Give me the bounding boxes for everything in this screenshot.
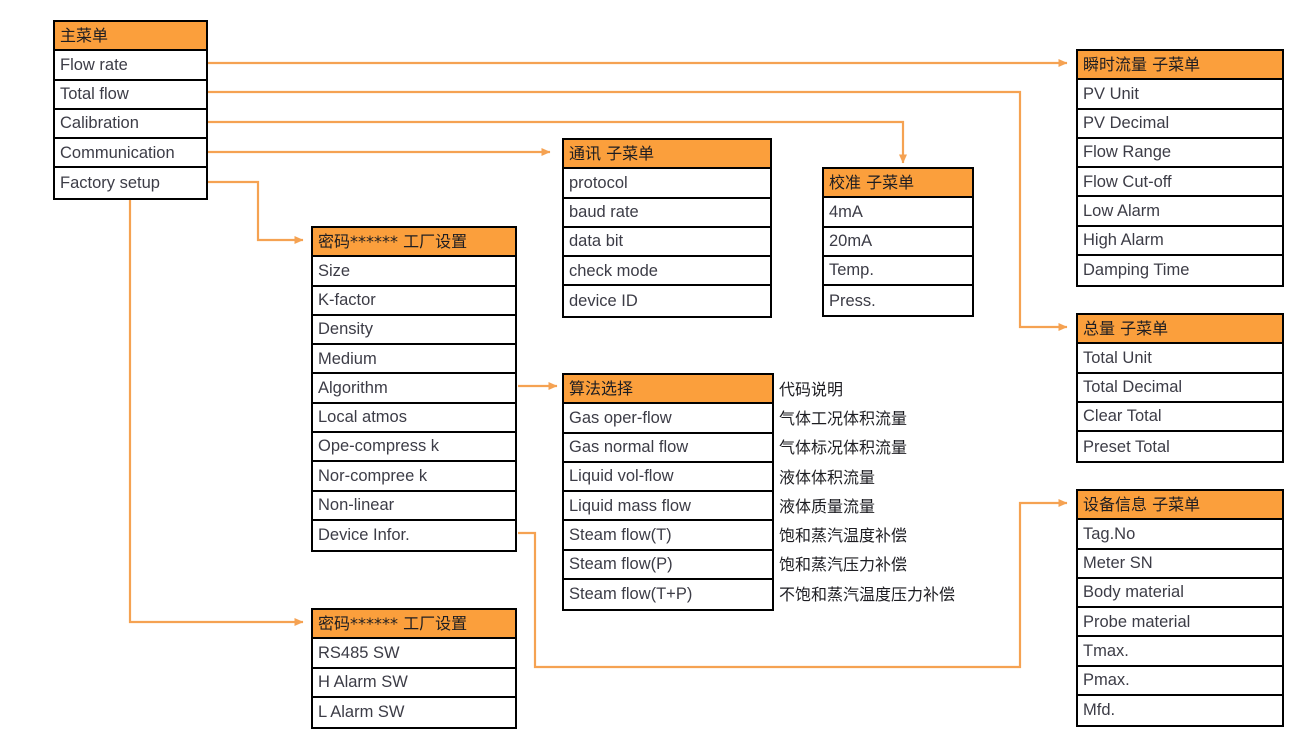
menu-item-communication[interactable]: Communication — [55, 139, 206, 169]
menu-item-gas-oper-flow[interactable]: Gas oper-flow — [564, 404, 772, 434]
code-description-steam-flow-t: 饱和蒸汽温度补偿 — [779, 526, 908, 546]
menu-item-body-material[interactable]: Body material — [1078, 578, 1282, 609]
panel-flow-rate-submenu: 瞬时流量 子菜单 PV Unit PV Decimal Flow Range F… — [1076, 49, 1284, 288]
menu-item-density[interactable]: Density — [313, 315, 515, 346]
menu-item-protocol[interactable]: protocol — [564, 169, 770, 199]
code-description-gas-normal-flow: 气体标况体积流量 — [779, 438, 908, 458]
menu-item-pmax[interactable]: Pmax. — [1078, 666, 1282, 697]
menu-item-liquid-mass-flow[interactable]: Liquid mass flow — [564, 492, 772, 522]
code-description-gas-oper-flow: 气体工况体积流量 — [779, 408, 908, 428]
menu-item-pv-unit[interactable]: PV Unit — [1078, 80, 1282, 110]
code-description-column: 代码说明 气体工况体积流量 气体标况体积流量 液体体积流量 液体质量流量 饱和蒸… — [779, 373, 1079, 607]
menu-item-flow-range[interactable]: Flow Range — [1078, 138, 1282, 169]
menu-item-k-factor[interactable]: K-factor — [313, 286, 515, 316]
menu-item-nor-compree-k[interactable]: Nor-compree k — [313, 462, 515, 492]
panel-device-info-submenu-header: 设备信息 子菜单 — [1078, 491, 1282, 521]
menu-item-total-decimal[interactable]: Total Decimal — [1078, 373, 1282, 403]
panel-calibration-submenu: 校准 子菜单 4mA 20mA Temp. Press. — [822, 167, 974, 318]
menu-item-device-infor[interactable]: Device Infor. — [313, 520, 515, 551]
menu-item-check-mode[interactable]: check mode — [564, 257, 770, 287]
panel-algorithm-select-header: 算法选择 — [564, 375, 772, 405]
code-description-header: 代码说明 — [779, 379, 844, 399]
panel-communication-submenu: 通讯 子菜单 protocol baud rate data bit check… — [562, 138, 772, 318]
menu-item-non-linear[interactable]: Non-linear — [313, 491, 515, 521]
menu-item-gas-normal-flow[interactable]: Gas normal flow — [564, 433, 772, 463]
panel-flow-rate-submenu-header: 瞬时流量 子菜单 — [1078, 51, 1282, 81]
menu-item-4ma[interactable]: 4mA — [824, 198, 972, 228]
connector-factory-setup-1 — [208, 180, 304, 244]
panel-device-info-submenu: 设备信息 子菜单 Tag.No Meter SN Body material P… — [1076, 489, 1284, 728]
panel-factory-setup-switches-header: 密码****** 工厂设置 — [313, 610, 515, 640]
menu-item-meter-sn[interactable]: Meter SN — [1078, 549, 1282, 579]
menu-item-probe-material[interactable]: Probe material — [1078, 608, 1282, 638]
panel-main-menu: 主菜单 Flow rate Total flow Calibration Com… — [53, 20, 208, 200]
menu-item-local-atmos[interactable]: Local atmos — [313, 403, 515, 434]
menu-item-medium[interactable]: Medium — [313, 345, 515, 375]
menu-item-20ma[interactable]: 20mA — [824, 227, 972, 257]
panel-calibration-submenu-header: 校准 子菜单 — [824, 169, 972, 199]
menu-item-factory-setup[interactable]: Factory setup — [55, 168, 206, 198]
code-description-steam-flow-p: 饱和蒸汽压力补偿 — [779, 555, 908, 575]
menu-item-algorithm[interactable]: Algorithm — [313, 374, 515, 404]
panel-algorithm-select: 算法选择 Gas oper-flow Gas normal flow Liqui… — [562, 373, 774, 612]
menu-item-temp[interactable]: Temp. — [824, 256, 972, 287]
menu-item-calibration[interactable]: Calibration — [55, 109, 206, 140]
menu-item-total-flow[interactable]: Total flow — [55, 80, 206, 110]
menu-item-steam-flow-t[interactable]: Steam flow(T) — [564, 521, 772, 551]
menu-item-preset-total[interactable]: Preset Total — [1078, 432, 1282, 462]
menu-item-pv-decimal[interactable]: PV Decimal — [1078, 109, 1282, 139]
panel-total-flow-submenu: 总量 子菜单 Total Unit Total Decimal Clear To… — [1076, 313, 1284, 464]
connector-calibration — [208, 120, 907, 164]
panel-factory-setup-main: 密码****** 工厂设置 Size K-factor Density Medi… — [311, 226, 517, 553]
menu-item-flow-rate[interactable]: Flow rate — [55, 51, 206, 81]
menu-item-tmax[interactable]: Tmax. — [1078, 637, 1282, 667]
connector-factory-setup-2 — [128, 198, 304, 626]
panel-communication-submenu-header: 通讯 子菜单 — [564, 140, 770, 170]
menu-item-damping-time[interactable]: Damping Time — [1078, 256, 1282, 286]
menu-item-baud-rate[interactable]: baud rate — [564, 198, 770, 228]
menu-item-mfd[interactable]: Mfd. — [1078, 696, 1282, 726]
menu-item-ope-compress-k[interactable]: Ope-compress k — [313, 433, 515, 463]
panel-factory-setup-switches: 密码****** 工厂设置 RS485 SW H Alarm SW L Alar… — [311, 608, 517, 730]
menu-item-press[interactable]: Press. — [824, 286, 972, 316]
menu-item-tag-no[interactable]: Tag.No — [1078, 520, 1282, 550]
menu-item-steam-flow-tp[interactable]: Steam flow(T+P) — [564, 580, 772, 610]
menu-item-clear-total[interactable]: Clear Total — [1078, 402, 1282, 433]
menu-item-l-alarm-sw[interactable]: L Alarm SW — [313, 697, 515, 728]
menu-item-h-alarm-sw[interactable]: H Alarm SW — [313, 668, 515, 698]
code-description-steam-flow-tp: 不饱和蒸汽温度压力补偿 — [779, 584, 956, 604]
panel-main-menu-header: 主菜单 — [55, 22, 206, 52]
menu-item-device-id[interactable]: device ID — [564, 286, 770, 316]
menu-item-steam-flow-p[interactable]: Steam flow(P) — [564, 550, 772, 581]
panel-total-flow-submenu-header: 总量 子菜单 — [1078, 315, 1282, 345]
menu-item-flow-cut-off[interactable]: Flow Cut-off — [1078, 168, 1282, 198]
panel-factory-setup-main-header: 密码****** 工厂设置 — [313, 228, 515, 258]
code-description-liquid-vol-flow: 液体体积流量 — [779, 467, 876, 487]
menu-item-high-alarm[interactable]: High Alarm — [1078, 226, 1282, 257]
code-description-liquid-mass-flow: 液体质量流量 — [779, 496, 876, 516]
menu-item-total-unit[interactable]: Total Unit — [1078, 344, 1282, 374]
menu-item-rs485-sw[interactable]: RS485 SW — [313, 639, 515, 669]
menu-item-data-bit[interactable]: data bit — [564, 227, 770, 258]
menu-item-low-alarm[interactable]: Low Alarm — [1078, 197, 1282, 227]
menu-item-liquid-vol-flow[interactable]: Liquid vol-flow — [564, 462, 772, 493]
menu-item-size[interactable]: Size — [313, 257, 515, 287]
